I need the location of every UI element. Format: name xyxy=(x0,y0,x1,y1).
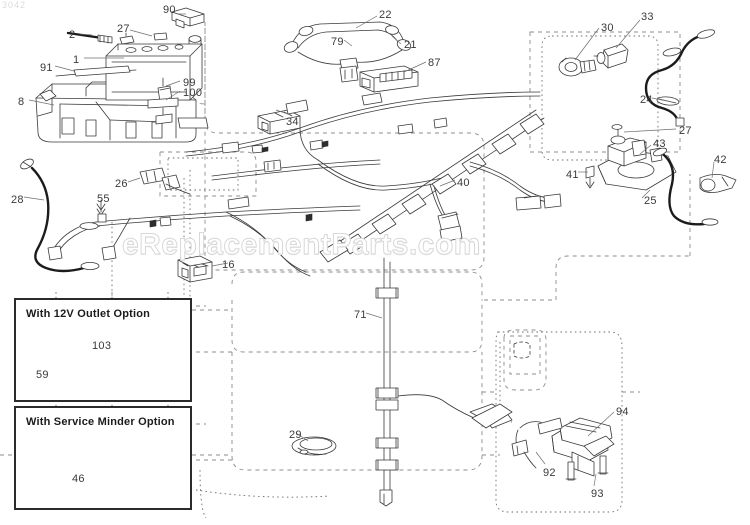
seat-switch-assembly xyxy=(585,124,719,226)
callout-2: 2 xyxy=(69,29,76,41)
option-box-service-minder-title: With Service Minder Option xyxy=(26,416,175,428)
callout-55: 55 xyxy=(97,193,110,205)
callout-46: 46 xyxy=(72,473,85,485)
cable-24 xyxy=(644,29,716,127)
callout-27-seat: 27 xyxy=(679,125,692,137)
callout-8: 8 xyxy=(18,96,25,108)
callout-79: 79 xyxy=(331,36,344,48)
callout-94: 94 xyxy=(616,406,629,418)
ghost-outline xyxy=(503,329,547,391)
grommet-29 xyxy=(291,436,337,456)
bracket-90 xyxy=(171,7,205,29)
callout-22: 22 xyxy=(379,9,392,21)
callout-59: 59 xyxy=(36,369,49,381)
cable-28 xyxy=(20,158,100,273)
callout-90: 90 xyxy=(163,4,176,16)
main-harness xyxy=(47,91,562,283)
trunk-ribs xyxy=(341,113,545,255)
callout-27-battery: 27 xyxy=(117,23,130,35)
switch-assembly-94 xyxy=(511,417,615,481)
callout-41: 41 xyxy=(566,169,579,181)
callout-24: 24 xyxy=(640,94,653,106)
callout-99: 99 xyxy=(183,77,196,89)
callout-28: 28 xyxy=(11,194,24,206)
callout-25: 25 xyxy=(644,195,657,207)
harness-22-group xyxy=(283,21,412,83)
callout-103: 103 xyxy=(92,340,112,352)
callout-40: 40 xyxy=(457,177,470,189)
module-87 xyxy=(359,65,419,93)
sheet-code: 3042 xyxy=(2,0,27,10)
plug-42 xyxy=(699,174,737,193)
option-box-12v-outlet-title: With 12V Outlet Option xyxy=(26,308,151,320)
callout-1: 1 xyxy=(73,54,80,66)
callout-33: 33 xyxy=(641,11,654,23)
callout-30: 30 xyxy=(601,22,614,34)
callout-42: 42 xyxy=(714,154,727,166)
callout-91: 91 xyxy=(40,62,53,74)
callout-16: 16 xyxy=(222,259,235,271)
callout-92: 92 xyxy=(543,467,556,479)
callout-21: 21 xyxy=(404,39,417,51)
callout-34: 34 xyxy=(286,116,299,128)
option-box-12v-outlet xyxy=(14,298,192,402)
callout-29: 29 xyxy=(289,429,302,441)
callout-71: 71 xyxy=(354,309,367,321)
callout-100: 100 xyxy=(183,87,203,99)
bracket-plate xyxy=(471,403,513,429)
battery-group xyxy=(55,31,203,125)
callout-93: 93 xyxy=(591,488,604,500)
switch-30 xyxy=(558,57,597,77)
option-box-service-minder xyxy=(14,406,192,510)
callout-43: 43 xyxy=(653,138,666,150)
callout-87: 87 xyxy=(428,57,441,69)
solenoid-33 xyxy=(593,43,629,69)
callout-26: 26 xyxy=(115,178,128,190)
loom-71 xyxy=(375,257,513,507)
